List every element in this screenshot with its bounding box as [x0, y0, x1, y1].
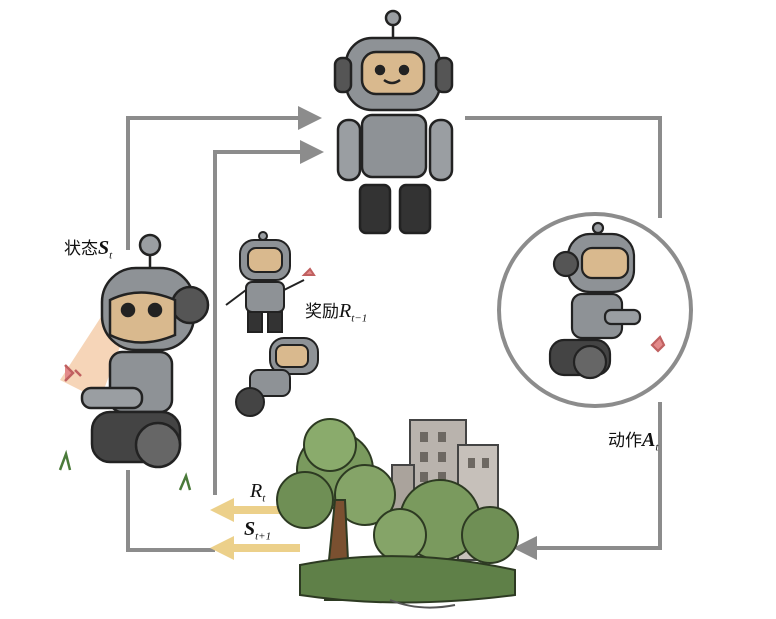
next-state-label: St+1 — [244, 518, 272, 543]
loop-arrows — [126, 106, 693, 560]
agent-robot — [333, 9, 454, 235]
reward-robots — [225, 231, 319, 417]
action-label: 动作At — [608, 429, 659, 454]
env-to-state-line — [126, 470, 215, 552]
environment — [276, 418, 519, 609]
reward-prev-label: 奖励Rt−1 — [305, 300, 368, 325]
reward-to-agent-arrow — [213, 140, 324, 495]
reward-label: Rt — [250, 480, 266, 505]
action-circle — [497, 212, 693, 408]
state-robot — [58, 233, 210, 491]
agent-to-action-line — [465, 116, 662, 218]
state-to-agent-arrow — [126, 106, 322, 250]
action-to-env-arrow — [513, 402, 662, 560]
state-label: 状态St — [64, 237, 113, 262]
action-robot — [548, 221, 666, 380]
